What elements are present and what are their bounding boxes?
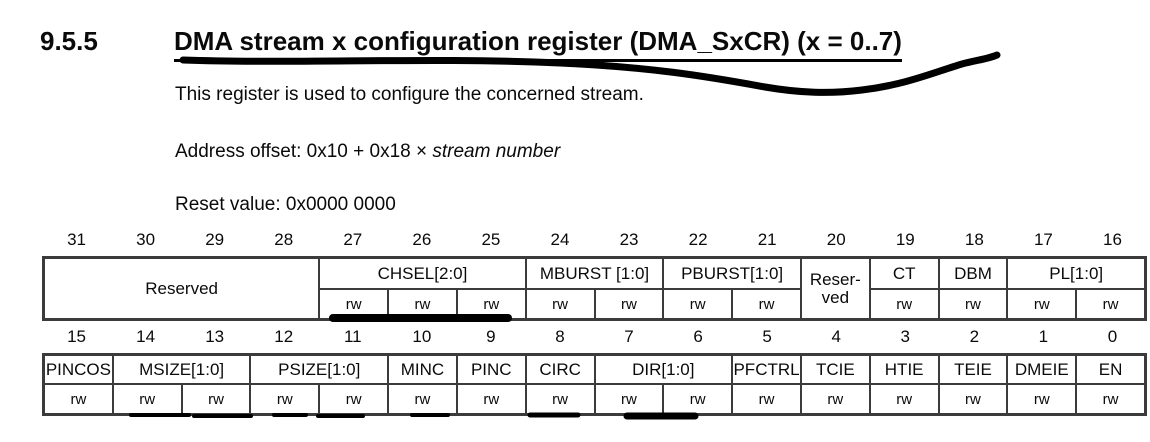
access-cell: rw — [869, 289, 939, 319]
field-cell-htie: HTIE — [869, 355, 939, 384]
field-cell-reserved-31-28: Reserved — [44, 258, 320, 319]
access-cell: rw — [1076, 289, 1145, 319]
section-number: 9.5.5 — [40, 26, 98, 56]
access-cell: rw — [663, 384, 733, 414]
access-cell: rw — [594, 384, 664, 414]
bit-number: 29 — [205, 230, 225, 249]
field-cell-pinc: PINC — [456, 355, 526, 384]
access-cell: rw — [319, 289, 389, 319]
access-cell: rw — [456, 384, 526, 414]
access-cell: rw — [388, 289, 457, 319]
address-offset-variable: stream number — [432, 141, 561, 162]
bit-number: 1 — [1038, 327, 1049, 346]
access-cell: rw — [663, 289, 733, 319]
bit-number: 30 — [136, 230, 156, 249]
bit-number: 14 — [136, 327, 156, 346]
bit-number: 31 — [67, 230, 86, 249]
register-table-high-word: Reserved CHSEL[2:0] MBURST [1:0] PBURST[… — [42, 256, 1147, 321]
bit-number: 25 — [481, 230, 501, 249]
access-cell: rw — [1007, 289, 1077, 319]
access-cell: rw — [938, 384, 1008, 414]
access-cell: rw — [732, 384, 801, 414]
register-table-low-word: PINCOS MSIZE[1:0] PSIZE[1:0] MINC PINC C… — [42, 353, 1147, 416]
register-description: This register is used to configure the c… — [175, 84, 644, 105]
bit-number: 7 — [624, 327, 634, 346]
access-cell: rw — [1076, 384, 1145, 414]
field-cell-chsel: CHSEL[2:0] — [319, 258, 526, 289]
access-cell: rw — [732, 289, 801, 319]
access-cell: rw — [1007, 384, 1077, 414]
field-cell-tcie: TCIE — [800, 355, 870, 384]
bit-number: 8 — [555, 327, 565, 346]
address-offset-line: Address offset: 0x10 + 0x18 × stream num… — [175, 141, 560, 164]
bit-number: 19 — [895, 230, 915, 249]
bit-number: 13 — [205, 327, 225, 346]
reset-value-line: Reset value: 0x0000 0000 — [175, 194, 396, 215]
bit-number: 26 — [412, 230, 432, 249]
bit-number: 12 — [274, 327, 294, 346]
bit-number: 17 — [1033, 230, 1053, 249]
field-cell-pincos: PINCOS — [44, 355, 113, 384]
access-cell: rw — [938, 289, 1008, 319]
field-cell-psize: PSIZE[1:0] — [250, 355, 389, 384]
field-cell-teie: TEIE — [938, 355, 1008, 384]
bit-number: 22 — [688, 230, 708, 249]
bit-number-row-high: 31 30 29 28 27 26 25 24 23 22 21 20 19 1… — [42, 227, 1147, 253]
bit-number: 9 — [486, 327, 496, 346]
access-cell: rw — [112, 384, 182, 414]
access-cell: rw — [388, 384, 457, 414]
access-cell: rw — [44, 384, 113, 414]
access-cell: rw — [869, 384, 939, 414]
field-cell-reserved-20: Reser- ved — [800, 258, 870, 319]
field-cell-circ: CIRC — [525, 355, 595, 384]
bit-number: 16 — [1103, 230, 1122, 249]
field-cell-dbm: DBM — [938, 258, 1008, 289]
access-cell: rw — [456, 289, 526, 319]
access-cell: rw — [319, 384, 389, 414]
bit-number-row-low: 15 14 13 12 11 10 9 8 7 6 5 4 3 2 1 0 — [42, 324, 1147, 350]
field-cell-pl: PL[1:0] — [1007, 258, 1145, 289]
access-cell: rw — [594, 289, 664, 319]
bit-number: 10 — [412, 327, 432, 346]
bit-number: 20 — [826, 230, 846, 249]
address-offset-text: Address offset: 0x10 + 0x18 × — [175, 141, 433, 162]
access-cell: rw — [525, 384, 595, 414]
access-cell: rw — [181, 384, 251, 414]
field-cell-dmeie: DMEIE — [1007, 355, 1077, 384]
field-cell-pfctrl: PFCTRL — [732, 355, 801, 384]
bit-number: 15 — [67, 327, 86, 346]
bit-number: 21 — [757, 230, 777, 249]
bit-number: 11 — [343, 327, 362, 346]
field-cell-dir: DIR[1:0] — [594, 355, 733, 384]
bit-number: 24 — [550, 230, 570, 249]
access-cell: rw — [250, 384, 320, 414]
access-cell: rw — [800, 384, 870, 414]
bit-number: 5 — [762, 327, 772, 346]
bit-number: 28 — [274, 230, 294, 249]
access-cell: rw — [525, 289, 595, 319]
field-cell-en: EN — [1076, 355, 1145, 384]
bit-number: 2 — [969, 327, 980, 346]
bit-number: 4 — [831, 327, 841, 346]
bit-number: 27 — [343, 230, 363, 249]
bit-number: 23 — [619, 230, 639, 249]
field-cell-mburst: MBURST [1:0] — [525, 258, 664, 289]
field-cell-ct: CT — [869, 258, 939, 289]
page-title: DMA stream x configuration register (DMA… — [174, 27, 902, 62]
bit-number: 3 — [900, 327, 911, 346]
field-cell-pburst: PBURST[1:0] — [663, 258, 801, 289]
field-cell-msize: MSIZE[1:0] — [112, 355, 251, 384]
bit-number: 18 — [964, 230, 984, 249]
field-cell-minc: MINC — [388, 355, 457, 384]
bit-number: 6 — [693, 327, 703, 346]
bit-number: 0 — [1107, 327, 1118, 346]
